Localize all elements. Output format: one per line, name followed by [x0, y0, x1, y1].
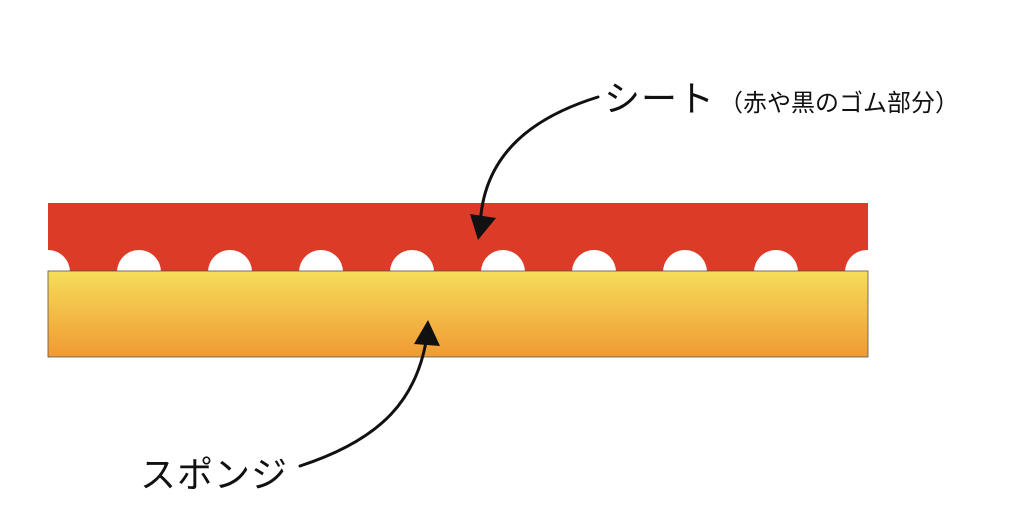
sheet-hole	[481, 250, 525, 273]
sheet-hole	[390, 250, 434, 273]
sheet-title: シート	[604, 79, 716, 120]
sheet-hole	[208, 250, 252, 273]
sponge-layer	[47, 270, 869, 358]
sheet-label: シート（赤や黒のゴム部分）	[604, 70, 959, 122]
sheet-hole	[48, 250, 70, 273]
sponge-label: スポンジ	[140, 455, 289, 496]
sheet-arrow-head	[470, 214, 496, 240]
sheet-hole	[754, 250, 798, 273]
sheet-arrow-line	[478, 95, 600, 234]
sponge-arrow-head	[414, 320, 440, 346]
sheet-layer	[48, 203, 868, 273]
sheet-note: （赤や黒のゴム部分）	[719, 89, 960, 117]
sheet-hole	[663, 250, 707, 273]
sheet-hole	[117, 250, 161, 273]
sheet-hole	[845, 250, 868, 273]
sheet-hole	[299, 250, 343, 273]
sponge-arrow-line	[298, 326, 430, 468]
sheet-hole	[572, 250, 616, 273]
sheet-holes	[48, 250, 868, 273]
